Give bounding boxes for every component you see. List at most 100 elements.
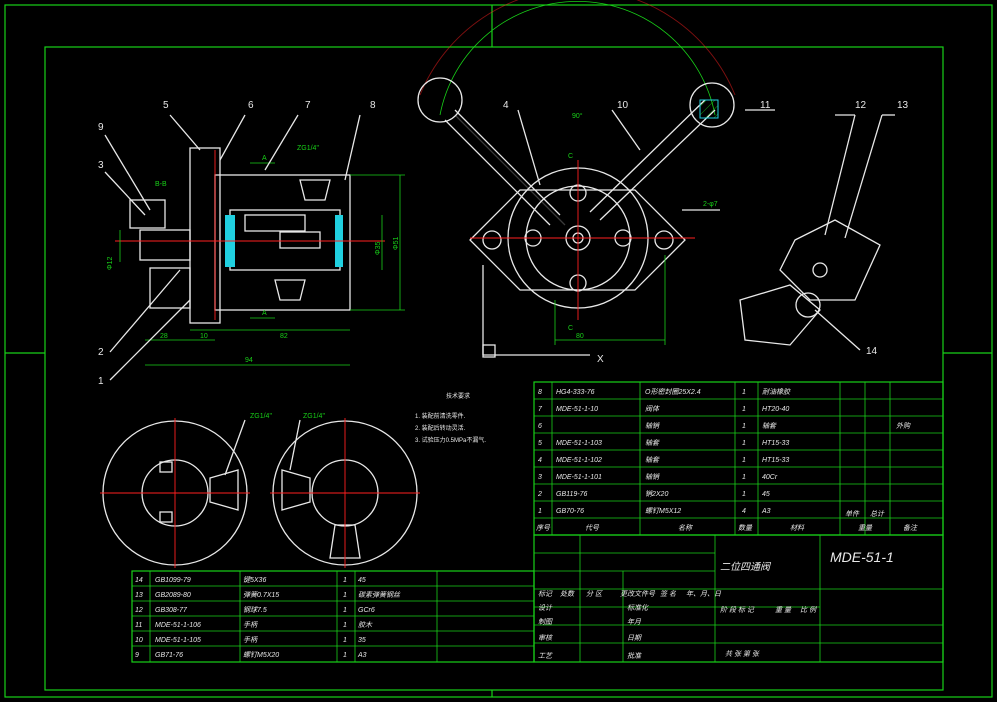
bom-header-note: 备注	[903, 524, 918, 532]
bom-row-code: MDE-51-1-105	[155, 637, 201, 644]
bom-row-name: 轴销	[645, 422, 661, 430]
bom-row-code: GB70-76	[556, 508, 584, 515]
bom-row-qty: 1	[343, 577, 347, 584]
bom-row-code: GB119-76	[556, 491, 587, 498]
bom-row-no: 8	[538, 389, 542, 396]
dim-82: 82	[280, 333, 288, 340]
dim-zg-right-section: ZG1/4"	[303, 413, 325, 420]
bom-header-qty: 数量	[738, 524, 753, 532]
callout-3: 3	[98, 160, 104, 171]
bom-row-no: 2	[537, 491, 542, 498]
bom-row-no: 14	[135, 577, 143, 584]
technical-notes: 技术要求 1. 装配前清洗零件. 2. 装配后转动灵活. 3. 试验压力0.5M…	[415, 392, 486, 444]
bom-header-name: 名称	[678, 524, 693, 532]
label-check: 审核	[538, 634, 553, 642]
bom-row-qty: 1	[343, 637, 347, 644]
bom-row-name: 阀体	[645, 405, 660, 413]
label-approve: 批准	[627, 652, 642, 660]
callout-10: 10	[617, 100, 629, 111]
bom-row-name: 弹簧0.7X15	[243, 591, 279, 599]
notes-title: 技术要求	[446, 392, 470, 400]
bom-row-mat: 45	[762, 491, 770, 498]
label-date-b: 日期	[627, 634, 642, 642]
bom-upper-table	[533, 381, 944, 536]
dim-phi-r1: Φ35	[375, 242, 382, 255]
bom-header-single: 单件	[845, 510, 860, 518]
bom-row-mat: A3	[357, 652, 367, 659]
bom-row-no: 11	[135, 622, 142, 629]
bom-header-total: 总计	[870, 510, 885, 518]
bom-row-mat: HT15-33	[762, 440, 789, 447]
label-stage: 阶 段 标 记	[720, 606, 755, 614]
detail-view	[739, 114, 895, 351]
drawing-frame	[4, 4, 993, 698]
bom-row-name: 螺钉M5X12	[645, 507, 681, 515]
bom-row-name: 轴销	[645, 473, 661, 481]
bom-row-note: 外购	[896, 422, 911, 430]
bom-row-mat: HT15-33	[762, 457, 789, 464]
bom-row-name: 手柄	[243, 621, 259, 629]
bom-row-no: 9	[135, 652, 139, 659]
bom-row-code: MDE-51-1-106	[155, 622, 201, 629]
rev-mark: 标记	[538, 590, 553, 598]
rev-count: 处数	[560, 590, 575, 598]
bom-row-mat: 碳素弹簧钢丝	[358, 591, 401, 599]
rev-sign: 签 名	[660, 590, 677, 598]
bom-row-no: 12	[135, 607, 143, 614]
axis-x-label: X	[597, 354, 604, 365]
rev-file: 更改文件号	[620, 590, 656, 598]
bom-row-no: 6	[538, 423, 542, 430]
rev-zone: 分 区	[586, 590, 603, 598]
label-standard: 标准化	[627, 604, 649, 612]
section-mark-c-top: C	[568, 153, 573, 160]
callout-9: 9	[98, 122, 104, 133]
bom-row-qty: 1	[742, 423, 746, 430]
bottom-sections	[100, 418, 420, 568]
bom-row-code: MDE-51-1-103	[556, 440, 602, 447]
bom-row-qty: 1	[343, 592, 347, 599]
dim-80: 80	[576, 333, 584, 340]
bom-row-mat: 45	[358, 577, 366, 584]
bom-upper-rows: 8 HG4-333-76 O形密封圈25X2.4 1 耐油橡胶 7 MDE-51…	[536, 388, 918, 532]
bom-row-qty: 1	[742, 491, 746, 498]
dim-94: 94	[245, 357, 253, 364]
callout-7: 7	[305, 100, 311, 111]
section-mark-c-bottom: C	[568, 325, 573, 332]
bom-row-code: HG4-333-76	[556, 389, 595, 396]
callout-6: 6	[248, 100, 254, 111]
callout-5: 5	[163, 100, 169, 111]
drawing-number: MDE-51-1	[830, 549, 894, 565]
label-process: 工艺	[538, 652, 553, 660]
main-section-view	[104, 114, 405, 381]
label-sheets: 共 张 第 张	[725, 650, 760, 658]
top-view	[417, 0, 775, 358]
dim-90deg: 90°	[572, 112, 583, 120]
callout-11: 11	[760, 100, 771, 111]
bom-row-no: 10	[135, 637, 143, 644]
bom-row-qty: 1	[343, 607, 347, 614]
bom-header-weight: 重量	[858, 524, 873, 532]
bom-header-mat: 材料	[790, 524, 805, 532]
bom-row-mat: A3	[761, 508, 771, 515]
callout-14: 14	[866, 346, 878, 357]
callout-4: 4	[503, 100, 509, 111]
bom-row-name: 销2X20	[645, 490, 668, 498]
bom-row-code: MDE-51-1-10	[556, 406, 598, 413]
note-1: 1. 装配前清洗零件.	[415, 412, 466, 420]
dim-phi-r2: Φ51	[393, 237, 400, 250]
bom-row-qty: 1	[742, 457, 746, 464]
bom-row-name: 轴套	[645, 439, 660, 447]
label-design: 设计	[538, 604, 553, 612]
bom-row-name: 手柄	[243, 636, 259, 644]
bom-row-no: 3	[538, 474, 542, 481]
note-2: 2. 装配后转动灵活.	[415, 424, 466, 432]
bom-row-no: 4	[538, 457, 542, 464]
title-block	[533, 534, 944, 663]
bom-row-name: 键5X36	[243, 576, 266, 584]
bom-row-name: O形密封圈25X2.4	[645, 388, 701, 396]
section-label-bb: B-B	[155, 181, 167, 188]
dim-zg-main: ZG1/4"	[297, 145, 319, 152]
callout-8: 8	[370, 100, 376, 111]
bom-row-code: GB71-76	[155, 652, 183, 659]
